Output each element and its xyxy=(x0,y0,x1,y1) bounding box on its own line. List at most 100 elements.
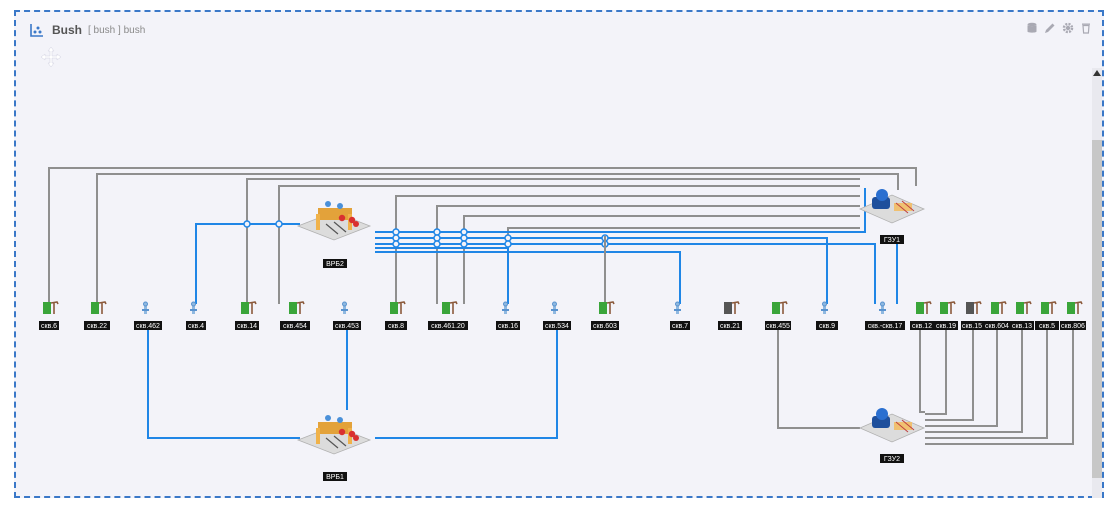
well-label-bg xyxy=(543,321,571,330)
well-label-bg xyxy=(670,321,690,330)
well-label-bg xyxy=(934,321,958,330)
well-node[interactable]: скв.806 xyxy=(1060,301,1086,330)
vrb2-node[interactable]: ВРБ2 xyxy=(297,200,371,268)
esp-pump-blue-icon xyxy=(673,301,682,315)
well-node[interactable]: скв.462 xyxy=(134,301,162,330)
well-node[interactable]: скв.9 xyxy=(816,301,838,330)
gear-icon[interactable] xyxy=(1062,22,1074,34)
well-node[interactable]: скв.7 xyxy=(670,301,690,330)
widget-title: Bush xyxy=(52,23,82,37)
well-node[interactable]: скв.453 xyxy=(333,301,361,330)
well-node[interactable]: скв.13 xyxy=(1010,301,1034,330)
well-node[interactable]: скв.461.20 xyxy=(428,301,468,330)
well-label-bg xyxy=(718,321,742,330)
well-label: скв.534 xyxy=(545,323,569,330)
well-label-bg xyxy=(280,321,310,330)
well-label-bg xyxy=(865,321,905,330)
well-label-bg xyxy=(235,321,259,330)
well-label: скв.7 xyxy=(672,323,688,330)
pump-jack-green-icon xyxy=(1040,301,1057,315)
well-label: скв.15 xyxy=(962,323,982,330)
well-node[interactable]: скв.14 xyxy=(235,301,259,330)
well-node[interactable]: скв.603 xyxy=(591,301,619,330)
pump-jack-green-icon xyxy=(441,301,458,315)
well-label: скв.14 xyxy=(237,323,257,330)
well-label-bg xyxy=(765,321,791,330)
pump-jack-green-icon xyxy=(90,301,107,315)
well-label: скв.-скв.17 xyxy=(868,323,903,330)
well-label-bg xyxy=(84,321,110,330)
pump-jack-green-icon xyxy=(288,301,305,315)
well-label: скв.462 xyxy=(136,323,160,330)
wells-row: скв.6 скв.22 скв.462 скв.4 скв.14 скв.454 скв.… xyxy=(39,301,1086,330)
pump-jack-green-icon xyxy=(939,301,956,315)
scatter-chart-icon xyxy=(30,24,43,37)
well-label: скв.9 xyxy=(819,323,835,330)
well-label-bg xyxy=(1010,321,1034,330)
esp-pump-blue-icon xyxy=(189,301,198,315)
well-label: скв.19 xyxy=(936,323,956,330)
well-node[interactable]: скв.21 xyxy=(718,301,742,330)
trash-icon[interactable] xyxy=(1080,22,1092,34)
well-label: скв.21 xyxy=(720,323,740,330)
scrollbar-thumb[interactable] xyxy=(1092,140,1102,478)
well-node[interactable]: скв.534 xyxy=(543,301,571,330)
vrb1-blue-pipes xyxy=(147,330,558,439)
well-node[interactable]: скв.22 xyxy=(84,301,110,330)
esp-pump-blue-icon xyxy=(820,301,829,315)
pump-jack-green-icon xyxy=(990,301,1007,315)
well-node[interactable]: скв.-скв.17 xyxy=(865,301,905,330)
vrb1-label: ВРБ1 xyxy=(326,474,344,481)
well-label-bg xyxy=(910,321,934,330)
widget-toolbar xyxy=(1026,22,1092,34)
well-label: скв.455 xyxy=(766,323,790,330)
gzu1-label: ГЗУ1 xyxy=(884,237,900,244)
pump-jack-green-icon xyxy=(1066,301,1083,315)
gzu1-node[interactable]: ГЗУ1 xyxy=(859,188,925,244)
well-node[interactable]: скв.6 xyxy=(39,301,59,330)
well-label-bg xyxy=(428,321,468,330)
well-node[interactable]: скв.604 xyxy=(983,301,1011,330)
well-node[interactable]: скв.19 xyxy=(934,301,958,330)
well-label-bg xyxy=(496,321,520,330)
well-node[interactable]: скв.4 xyxy=(186,301,206,330)
scroll-up-arrow-icon[interactable] xyxy=(1093,70,1101,76)
well-label: скв.16 xyxy=(498,323,518,330)
well-label: скв.453 xyxy=(335,323,359,330)
well-label-bg xyxy=(333,321,361,330)
vrb2-label: ВРБ2 xyxy=(326,261,344,268)
well-node[interactable]: скв.15 xyxy=(961,301,983,330)
well-label: скв.6 xyxy=(41,323,57,330)
well-label: скв.5 xyxy=(1039,323,1055,330)
esp-pump-blue-icon xyxy=(550,301,559,315)
pump-jack-gray-icon xyxy=(965,301,982,315)
well-label-bg xyxy=(134,321,162,330)
well-node[interactable]: скв.5 xyxy=(1035,301,1059,330)
edit-icon[interactable] xyxy=(1044,22,1056,34)
well-label: скв.604 xyxy=(985,323,1009,330)
pump-jack-gray-icon xyxy=(723,301,740,315)
well-node[interactable]: скв.16 xyxy=(496,301,520,330)
gzu2-node[interactable]: ГЗУ2 xyxy=(859,407,925,463)
database-icon[interactable] xyxy=(1026,22,1038,34)
well-node[interactable]: скв.454 xyxy=(280,301,310,330)
pump-jack-green-icon xyxy=(389,301,406,315)
esp-pump-blue-icon xyxy=(141,301,150,315)
well-node[interactable]: скв.12 xyxy=(910,301,934,330)
well-label: скв.12 xyxy=(912,323,932,330)
well-label-bg xyxy=(591,321,619,330)
well-label: скв.454 xyxy=(283,323,307,330)
well-label-bg xyxy=(186,321,206,330)
well-label-bg xyxy=(961,321,983,330)
well-node[interactable]: скв.455 xyxy=(765,301,791,330)
well-node[interactable]: скв.8 xyxy=(385,301,407,330)
pump-jack-green-icon xyxy=(598,301,615,315)
well-label: скв.22 xyxy=(87,323,107,330)
widget-subtitle: [ bush ] bush xyxy=(88,24,146,36)
gzu1-gray-pipes xyxy=(48,167,917,304)
move-icon[interactable] xyxy=(40,46,62,68)
vrb1-node[interactable]: ВРБ1 xyxy=(297,414,371,481)
well-label-bg xyxy=(39,321,59,330)
vertical-scrollbar[interactable] xyxy=(1092,68,1102,498)
